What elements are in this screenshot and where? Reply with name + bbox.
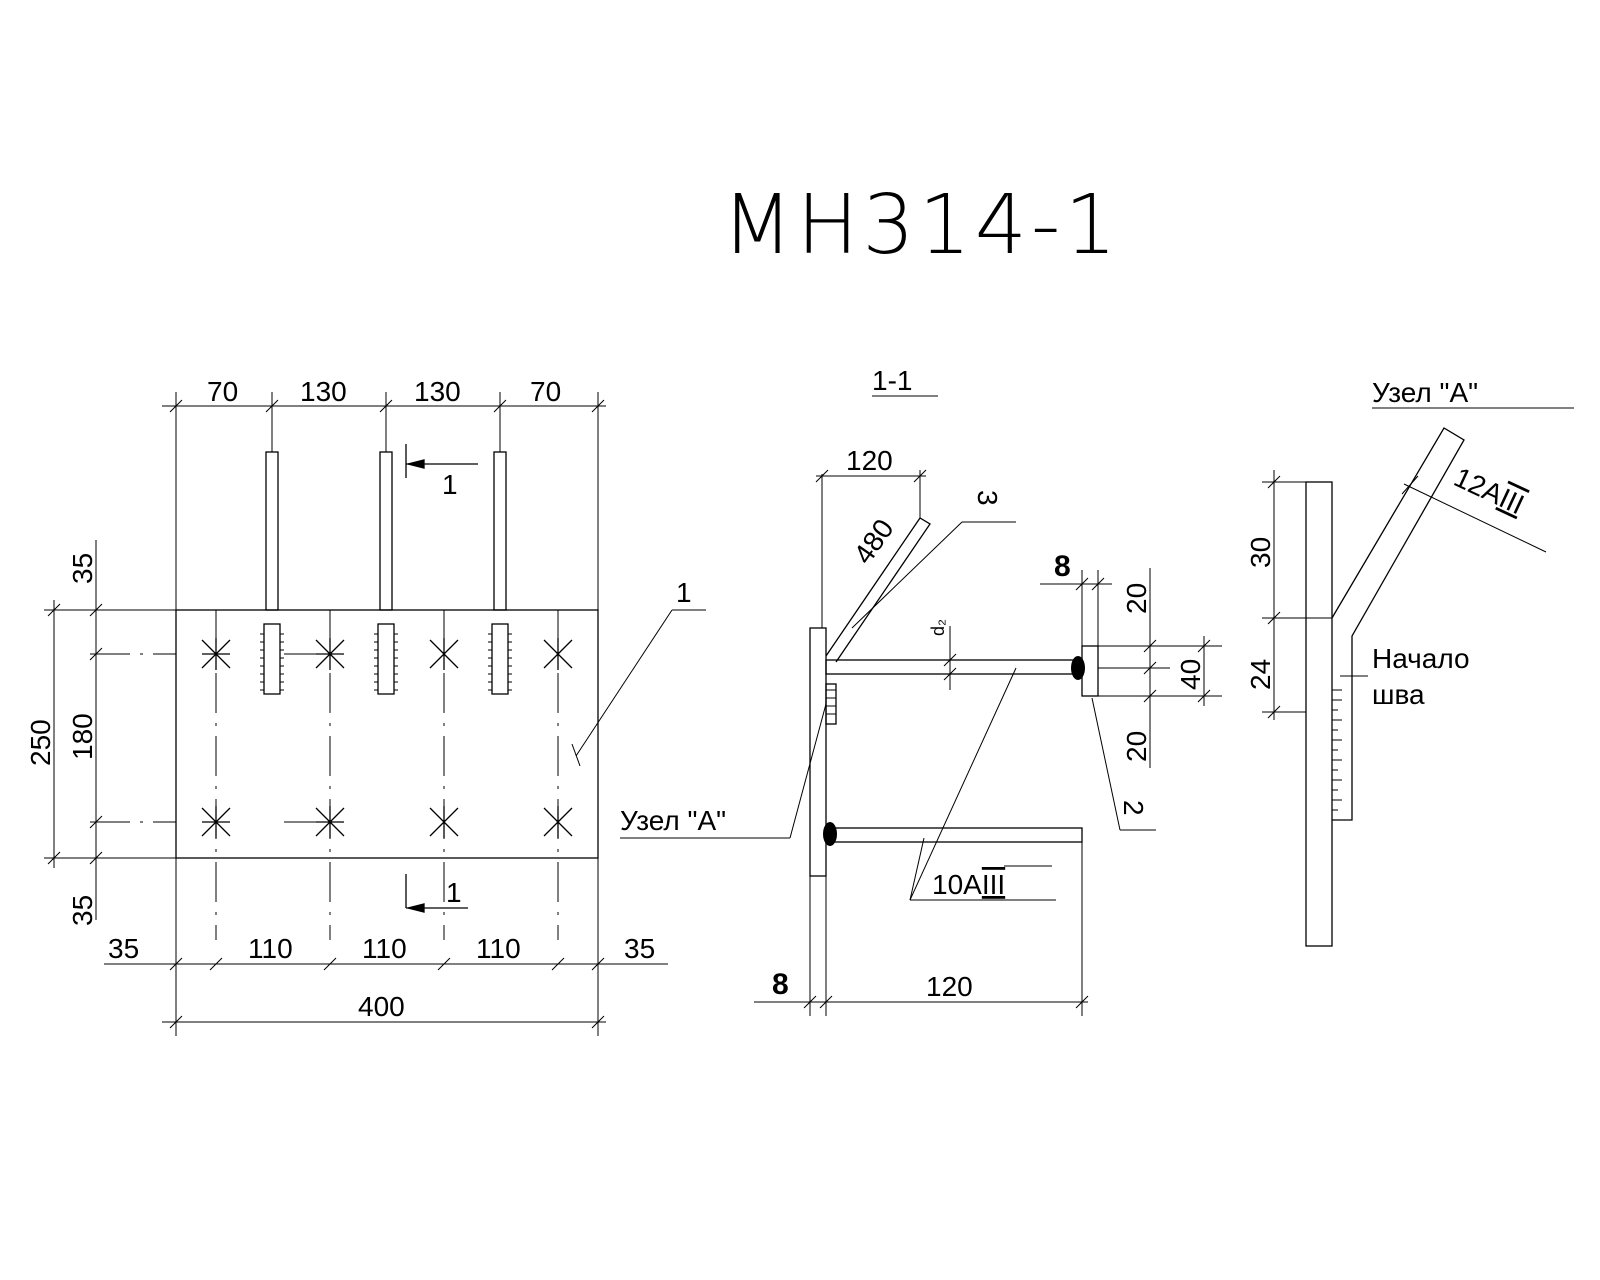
dim-top-3: 130 <box>414 376 461 407</box>
node-dim-30: 30 <box>1245 537 1276 568</box>
section-view: 1-1 120 480 3 d₂ <box>620 365 1222 1016</box>
mark-3: 3 <box>972 490 1003 506</box>
dim-left-250: 250 <box>25 719 56 766</box>
dim-bottom-5: 35 <box>624 933 655 964</box>
d2-label: d₂ <box>928 619 948 636</box>
plan-view: 70 130 130 70 250 180 35 35 35 110 110 1 <box>25 376 706 1036</box>
left-dimensions <box>44 540 176 920</box>
section-dim-8-bottom: 8 <box>772 968 789 1001</box>
plate-section <box>809 627 827 877</box>
mark-2: 2 <box>1118 800 1149 816</box>
section-dim-20-top: 20 <box>1121 583 1152 614</box>
weld-bottom <box>823 822 837 846</box>
anchor-bottom <box>825 827 1083 843</box>
dim-top-4: 70 <box>530 376 561 407</box>
node-a-detail: Узел "А" 30 24 12АIII Начало шва <box>1245 377 1574 947</box>
part-1-label: 1 <box>676 577 692 608</box>
part-1-leader <box>571 609 706 767</box>
weld-end <box>1071 656 1085 680</box>
inclined-anchor <box>825 517 931 663</box>
dim-bottom-4: 110 <box>476 933 521 964</box>
section-dim-20-bottom: 20 <box>1121 731 1152 762</box>
node-plate <box>1305 481 1333 947</box>
dim-top-2: 130 <box>300 376 347 407</box>
dim-left-35-top: 35 <box>67 553 98 584</box>
node-label: Узел "А" <box>1372 377 1478 408</box>
section-dim-40: 40 <box>1175 659 1206 690</box>
node-dim-24: 24 <box>1245 659 1276 690</box>
dim-total-400: 400 <box>358 991 405 1022</box>
section-rebar-grade: 10АIII <box>932 869 1005 900</box>
section-dim-120-bottom: 120 <box>926 971 973 1002</box>
node-weld-start-1: Начало <box>1372 643 1470 674</box>
anchor-bars <box>260 451 512 695</box>
axis-lines <box>90 610 559 940</box>
dim-left-180: 180 <box>67 713 98 760</box>
section-mark-top: 1 <box>442 469 458 500</box>
section-node-label: Узел "А" <box>620 805 726 836</box>
section-dim-480: 480 <box>848 513 900 569</box>
anchor-top <box>825 659 1083 675</box>
dim-bottom-2: 110 <box>248 933 293 964</box>
bottom-dimensions <box>104 858 668 1036</box>
section-dim-8-top: 8 <box>1054 550 1071 583</box>
section-label: 1-1 <box>872 365 912 396</box>
section-dim-120-top: 120 <box>846 445 893 476</box>
drawing-title: МН314-1 <box>722 178 1121 273</box>
embedded-plate <box>175 609 599 859</box>
section-markers <box>405 444 478 913</box>
top-dimensions <box>162 392 606 610</box>
dim-left-35-bottom: 35 <box>67 895 98 926</box>
node-weld-start-2: шва <box>1372 679 1425 710</box>
dim-bottom-3: 110 <box>362 933 407 964</box>
weld-points <box>201 638 573 838</box>
node-weld <box>1332 689 1342 811</box>
dim-top-1: 70 <box>207 376 238 407</box>
dim-bottom-1: 35 <box>108 933 139 964</box>
node-inclined-bar <box>1331 427 1465 821</box>
section-mark-bottom: 1 <box>446 877 462 908</box>
